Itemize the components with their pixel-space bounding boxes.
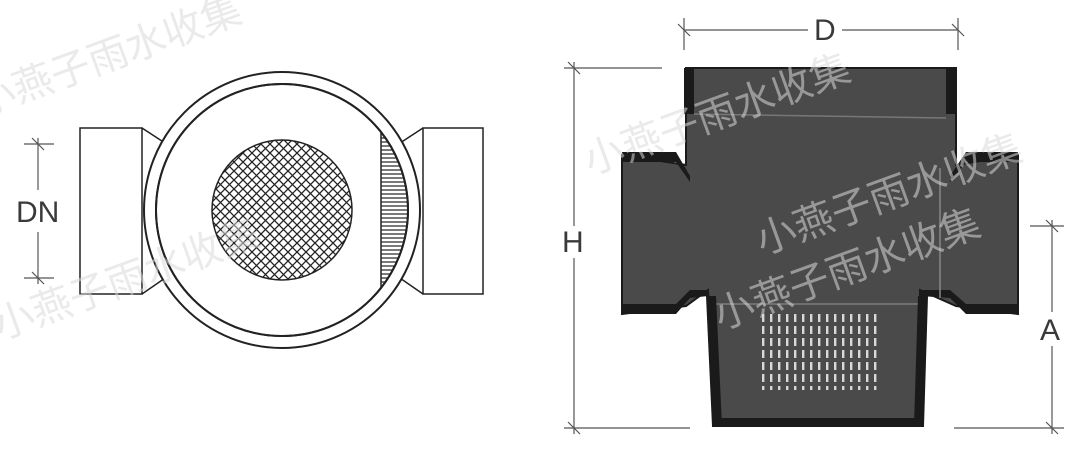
sump-edges	[706, 296, 928, 427]
h-dimension	[564, 61, 690, 435]
collar-line	[693, 113, 947, 119]
a-dimension	[954, 219, 1064, 435]
a-label: A	[1040, 314, 1060, 347]
dn-dimension	[24, 137, 54, 285]
side-view: D H A	[562, 14, 1064, 435]
top-rim	[684, 68, 956, 114]
inner-ring-overlay	[155, 83, 409, 337]
socket-edges	[622, 152, 1018, 314]
dn-label: DN	[16, 196, 59, 229]
top-view: DN	[16, 71, 484, 349]
h-label: H	[562, 226, 584, 259]
d-label: D	[814, 14, 836, 47]
mesh-filter-disc	[211, 139, 353, 281]
d-dimension	[677, 18, 965, 50]
slotted-filter-basket	[762, 310, 882, 390]
